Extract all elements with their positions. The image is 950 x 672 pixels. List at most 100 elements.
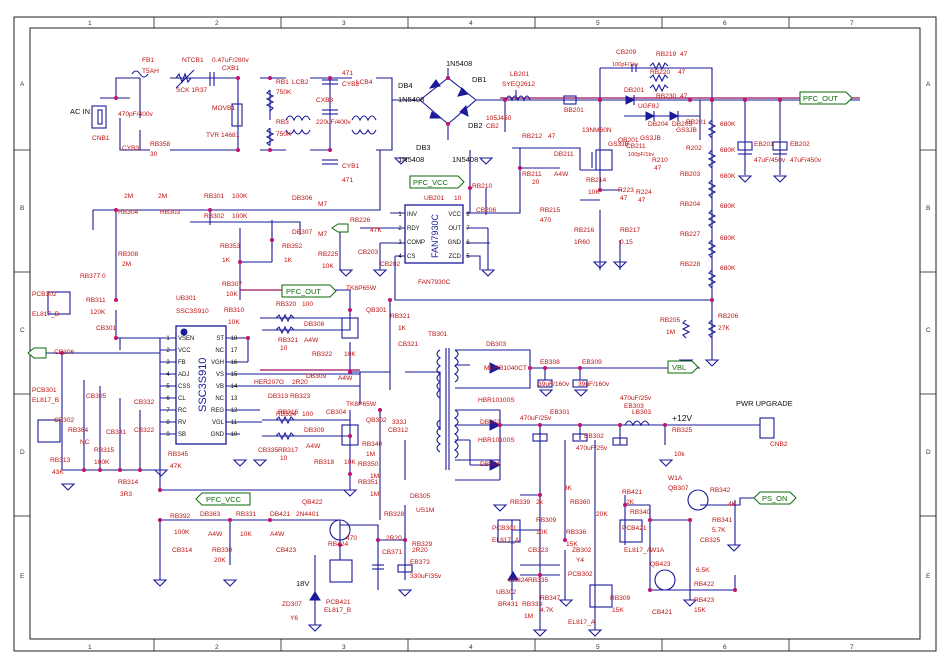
- label-rb203: RB203: [680, 171, 700, 178]
- ub301-pin-number: 5: [166, 384, 170, 390]
- label-rb228v: 680K: [720, 265, 736, 272]
- ub201-pin-number: 4: [398, 254, 402, 260]
- label-rb212: RB212: [522, 133, 542, 140]
- label-cb312v: 333J: [392, 419, 406, 426]
- label-eb301: EB301: [550, 409, 570, 416]
- label-eb373v: 330uF/35v: [410, 573, 442, 580]
- ub301-pin-name: RC: [178, 408, 187, 414]
- ub301-pin-name: CSS: [178, 384, 190, 390]
- ub201-pin-name: OUT: [448, 226, 461, 232]
- label-rb358v: 30: [150, 151, 158, 158]
- label-rb341: RB341: [712, 517, 732, 524]
- label-rb314: RB314: [118, 479, 138, 486]
- label-rb340v: 1M: [366, 451, 375, 458]
- label-db306: DB306: [292, 195, 312, 202]
- label-fan-label: FAN7930C: [418, 279, 450, 286]
- zone-column-6-top: 6: [723, 20, 727, 27]
- zone-column-3-top: 3: [342, 20, 346, 27]
- zone-row-b-left: B: [20, 205, 24, 212]
- net-ps-on: PS_ON: [753, 491, 797, 505]
- label-cyb1: CYB1: [342, 163, 360, 170]
- net-pfc-vcc-bottom: PFC_VCC: [195, 492, 251, 506]
- label-pcb302a: PCB302: [32, 291, 57, 298]
- label-qb307: QB307: [668, 485, 689, 492]
- ub201-pin-name: CS: [407, 254, 415, 260]
- ub301-pin-name: SB: [178, 432, 186, 438]
- label-rb351v: 1M: [370, 491, 379, 498]
- ub201-pin-number: 2: [398, 226, 402, 232]
- label-db3: DB3: [416, 143, 431, 152]
- label-cyb3: CYB3: [122, 145, 140, 152]
- label-n1n5408b: 1N5408: [398, 95, 424, 104]
- ub301-pin-number: 2: [166, 348, 170, 354]
- label-el817b1: EL817_B: [32, 311, 60, 318]
- label-rb347v: 4.7K: [540, 607, 554, 614]
- label-gs3jb3: GS3JB: [676, 127, 697, 134]
- label-rb320: RB320: [276, 301, 296, 308]
- label-rb308v: 2M: [122, 261, 131, 268]
- label-rb352: RB352: [282, 243, 302, 250]
- ub301-part: SSC3S910: [176, 308, 209, 315]
- net-pfc-vcc-top: PFC_VCC: [409, 175, 465, 189]
- label-rb377v: 0: [102, 273, 106, 280]
- label-rb204: RB204: [680, 201, 700, 208]
- ub301-pin-name: VB: [216, 384, 224, 390]
- ub301-pin-number: 4: [166, 372, 170, 378]
- label-n1n5408d: 1N5408: [452, 155, 478, 164]
- label-db204: DB204: [648, 121, 668, 128]
- label-tvr: TVR 14681: [206, 132, 240, 139]
- label-cb211v: 100pF/1kv: [628, 152, 654, 158]
- label-ugf8j: UGF8J: [638, 103, 659, 110]
- ub201-pin-number: 7: [466, 226, 470, 232]
- label-cb323: CB323: [528, 547, 548, 554]
- net-12v-label: +12V: [672, 413, 692, 423]
- wires: [40, 67, 860, 630]
- zone-row-d-right: D: [926, 449, 931, 456]
- label-rb214v: 10K: [588, 189, 600, 196]
- label-rb345v: 47K: [170, 463, 182, 470]
- label-rb328v: 2R20: [386, 535, 402, 542]
- label-ub302: UB302: [496, 589, 516, 596]
- label-rb219: RB219: [656, 51, 676, 58]
- ub301-pin-number: 10: [231, 432, 238, 438]
- label-rb351: RB351: [358, 479, 378, 486]
- label-gs3jb2: GS3JB: [640, 135, 661, 142]
- ub301-pin-name: RV: [178, 420, 186, 426]
- label-db363: DB363: [200, 511, 220, 518]
- ub201-pin-name: RDY: [407, 226, 420, 232]
- label-rb224: R224: [636, 189, 652, 196]
- zone-column-4-top: 4: [469, 20, 473, 27]
- label-cb335: CB335: [258, 447, 278, 454]
- ic-ub301-body: [175, 325, 227, 445]
- label-rb353: RB353: [220, 243, 240, 250]
- label-zb302: ZB302: [572, 547, 592, 554]
- label-rb317v: 10: [280, 455, 288, 462]
- ub301-pin-name: ST: [216, 336, 224, 342]
- label-eb202v: 47uF/450v: [790, 157, 822, 164]
- ub201-part-vertical: FAN7930C: [430, 213, 440, 258]
- label-a4w6: A4W: [270, 531, 285, 538]
- ub301-pin-name: VSEN: [178, 336, 194, 342]
- ub301-pin-number: 8: [166, 420, 170, 426]
- drawing-frame: [13, 16, 937, 652]
- label-rb353v: 1K: [222, 257, 231, 264]
- zone-row-d-left: D: [20, 449, 25, 456]
- zone-column-6-bottom: 6: [723, 644, 727, 651]
- label-rb424: RB424: [328, 541, 348, 548]
- label-rb309b: RB309: [610, 595, 630, 602]
- label-hbr2: HBR10100S: [478, 437, 515, 444]
- label-rb210: RB210: [472, 183, 492, 190]
- label-rb201: RB201: [686, 119, 706, 126]
- label-rb311v: 120K: [90, 309, 106, 316]
- label-rb336: RB336: [566, 529, 586, 536]
- label-m7b: M7: [318, 231, 327, 238]
- label-qb201v: 13NM60N: [582, 127, 612, 134]
- label-pcb421: PCB421: [326, 599, 351, 606]
- label-lcb2: LCB2: [292, 79, 309, 86]
- label-rb304v: 2M: [124, 193, 133, 200]
- zone-row-c-right: C: [926, 327, 931, 334]
- label-her207g: HER207G: [254, 379, 284, 386]
- label-eb302v: 470uF/25v: [576, 445, 608, 452]
- label-eb308: EB308: [540, 359, 560, 366]
- label-qb422: QB422: [302, 499, 323, 506]
